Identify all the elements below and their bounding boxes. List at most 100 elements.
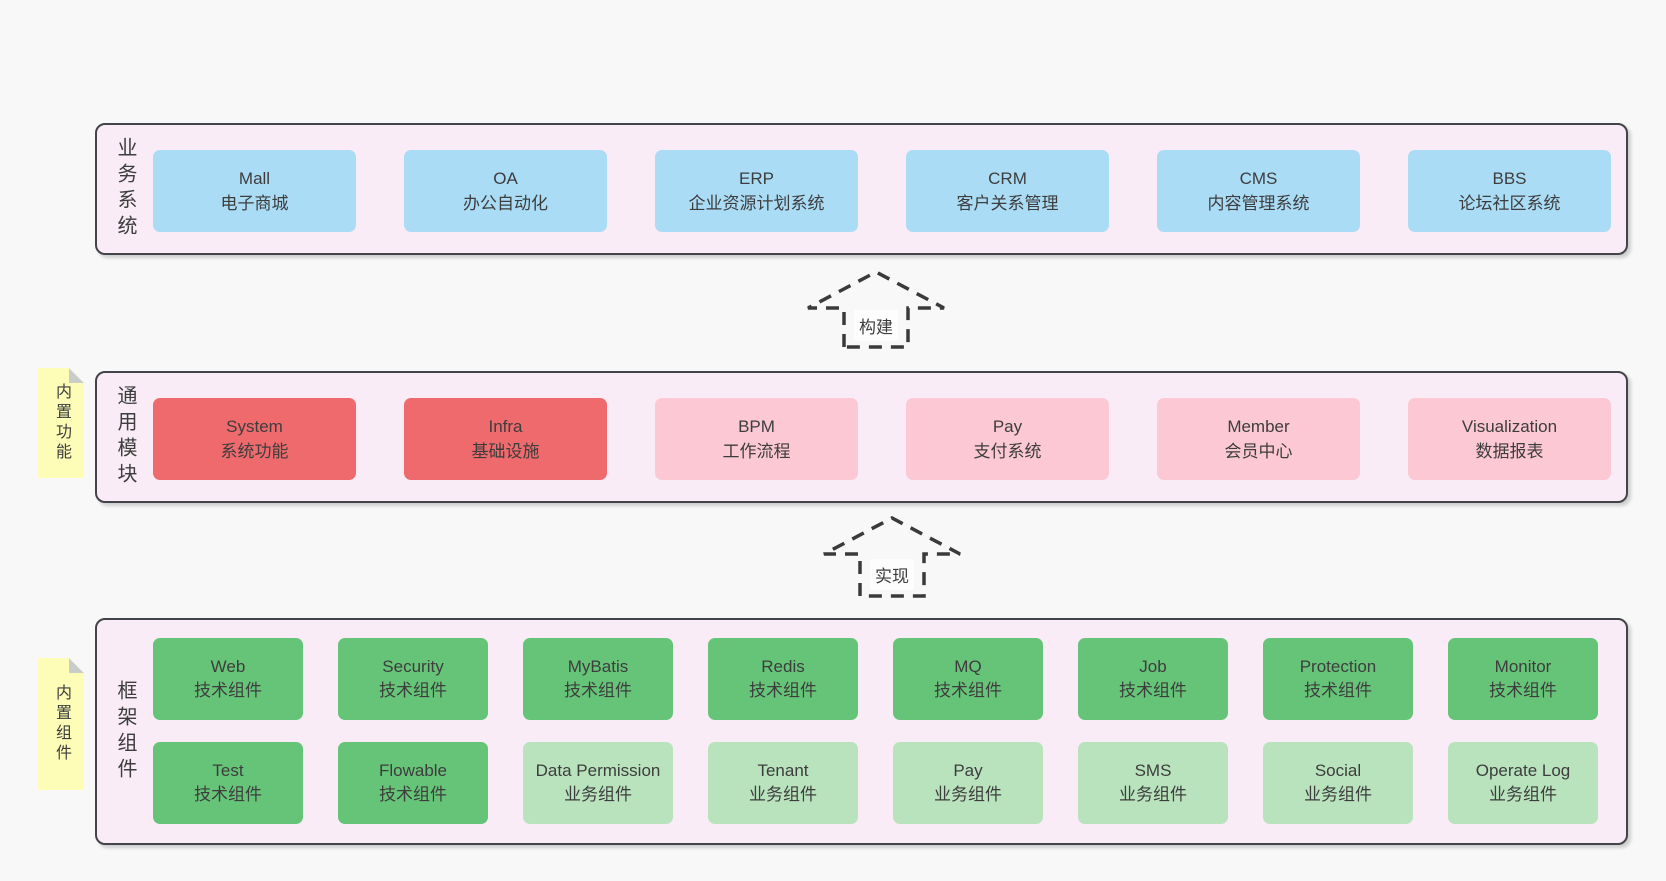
module-box-oa: OA 办公自动化 (404, 150, 607, 232)
module-subtitle: 技术组件 (1119, 681, 1187, 700)
module-name: CRM (988, 169, 1027, 188)
module-box-job: Job 技术组件 (1078, 638, 1228, 720)
module-subtitle: 工作流程 (722, 442, 791, 461)
module-box-bpm: BPM 工作流程 (655, 398, 858, 480)
module-subtitle: 办公自动化 (463, 194, 548, 213)
module-subtitle: 电子商城 (220, 194, 289, 213)
module-name: Protection (1299, 657, 1377, 676)
module-name: Web (210, 657, 246, 676)
dashed-up-arrow-icon (807, 270, 945, 349)
module-name: ERP (739, 169, 774, 188)
module-subtitle: 数据报表 (1475, 442, 1544, 461)
module-subtitle: 业务组件 (564, 785, 632, 804)
module-subtitle: 技术组件 (194, 785, 262, 804)
arrow-up-implement: 实现 (812, 512, 972, 604)
module-name: OA (493, 169, 518, 188)
module-subtitle: 论坛社区系统 (1458, 194, 1561, 213)
arrow-build-label: 构建 (854, 310, 898, 341)
module-subtitle: 企业资源计划系统 (688, 194, 825, 213)
module-name: Mall (238, 169, 271, 188)
module-box-pay: Pay 业务组件 (893, 742, 1043, 824)
module-subtitle: 业务组件 (1119, 785, 1187, 804)
module-box-data-permission: Data Permission 业务组件 (523, 742, 673, 824)
module-box-visualization: Visualization 数据报表 (1408, 398, 1611, 480)
module-box-mq: MQ 技术组件 (893, 638, 1043, 720)
module-name: SMS (1134, 761, 1172, 780)
module-subtitle: 技术组件 (379, 681, 447, 700)
module-box-cms: CMS 内容管理系统 (1157, 150, 1360, 232)
module-name: BBS (1492, 169, 1527, 188)
module-name: BPM (738, 417, 775, 436)
sticky-built-in-components-label: 内置组件 (53, 684, 70, 764)
module-box-crm: CRM 客户关系管理 (906, 150, 1109, 232)
module-box-flowable: Flowable 技术组件 (338, 742, 488, 824)
module-box-system: System 系统功能 (153, 398, 356, 480)
module-box-monitor: Monitor 技术组件 (1448, 638, 1598, 720)
layer-label-business-systems: 业务系统 (114, 137, 136, 241)
module-box-pay: Pay 支付系统 (906, 398, 1109, 480)
module-name: Tenant (757, 761, 809, 780)
module-subtitle: 技术组件 (1304, 681, 1372, 700)
business-systems-row: Mall 电子商城 OA 办公自动化 ERP 企业资源计划系统 CRM 客户关系管理 CMS 内容… (153, 150, 1611, 232)
module-box-infra: Infra 基础设施 (404, 398, 607, 480)
module-subtitle: 技术组件 (564, 681, 632, 700)
arrow-implement-label: 实现 (870, 559, 914, 590)
module-box-sms: SMS 业务组件 (1078, 742, 1228, 824)
module-box-erp: ERP 企业资源计划系统 (655, 150, 858, 232)
module-name: System (226, 417, 283, 436)
module-name: MQ (954, 657, 982, 676)
layer-common-modules: 通用模块 System 系统功能 Infra 基础设施 BPM 工作流程 Pay 支付系统 Me… (95, 371, 1628, 503)
dashed-up-arrow-icon (823, 516, 961, 598)
sticky-note-built-in-functions: 内置功能 (38, 368, 84, 478)
layer-label-common-modules: 通用模块 (114, 385, 136, 489)
module-name: Infra (488, 417, 523, 436)
layer-label-framework-components: 框架组件 (114, 679, 136, 784)
module-box-web: Web 技术组件 (153, 638, 303, 720)
module-subtitle: 技术组件 (934, 681, 1002, 700)
module-name: Data Permission (535, 761, 661, 780)
module-subtitle: 系统功能 (220, 442, 289, 461)
module-name: Monitor (1494, 657, 1552, 676)
module-subtitle: 业务组件 (1489, 785, 1557, 804)
module-name: Pay (992, 417, 1023, 436)
module-subtitle: 技术组件 (749, 681, 817, 700)
module-name: Redis (761, 657, 805, 676)
module-name: Flowable (378, 761, 448, 780)
module-name: Social (1314, 761, 1362, 780)
module-subtitle: 基础设施 (471, 442, 540, 461)
module-subtitle: 技术组件 (379, 785, 447, 804)
module-name: Security (382, 657, 444, 676)
module-name: Test (212, 761, 244, 780)
arrow-up-build: 构建 (796, 266, 956, 358)
module-subtitle: 技术组件 (194, 681, 262, 700)
module-name: Operate Log (1475, 761, 1571, 780)
module-subtitle: 内容管理系统 (1207, 194, 1310, 213)
module-subtitle: 客户关系管理 (956, 194, 1059, 213)
module-subtitle: 业务组件 (749, 785, 817, 804)
module-name: CMS (1239, 169, 1278, 188)
layer-business-systems: 业务系统 Mall 电子商城 OA 办公自动化 ERP 企业资源计划系统 CRM 客户关系管理… (95, 123, 1628, 255)
module-subtitle: 技术组件 (1489, 681, 1557, 700)
module-box-bbs: BBS 论坛社区系统 (1408, 150, 1611, 232)
module-subtitle: 支付系统 (973, 442, 1042, 461)
module-name: Visualization (1461, 417, 1558, 436)
module-name: Pay (953, 761, 983, 780)
module-box-operate-log: Operate Log 业务组件 (1448, 742, 1598, 824)
module-box-security: Security 技术组件 (338, 638, 488, 720)
module-name: Job (1139, 657, 1167, 676)
module-box-redis: Redis 技术组件 (708, 638, 858, 720)
module-box-protection: Protection 技术组件 (1263, 638, 1413, 720)
module-box-tenant: Tenant 业务组件 (708, 742, 858, 824)
sticky-built-in-functions-label: 内置功能 (53, 383, 70, 463)
sticky-note-built-in-components: 内置组件 (38, 658, 84, 790)
module-subtitle: 业务组件 (934, 785, 1002, 804)
module-box-mall: Mall 电子商城 (153, 150, 356, 232)
module-name: Member (1227, 417, 1290, 436)
